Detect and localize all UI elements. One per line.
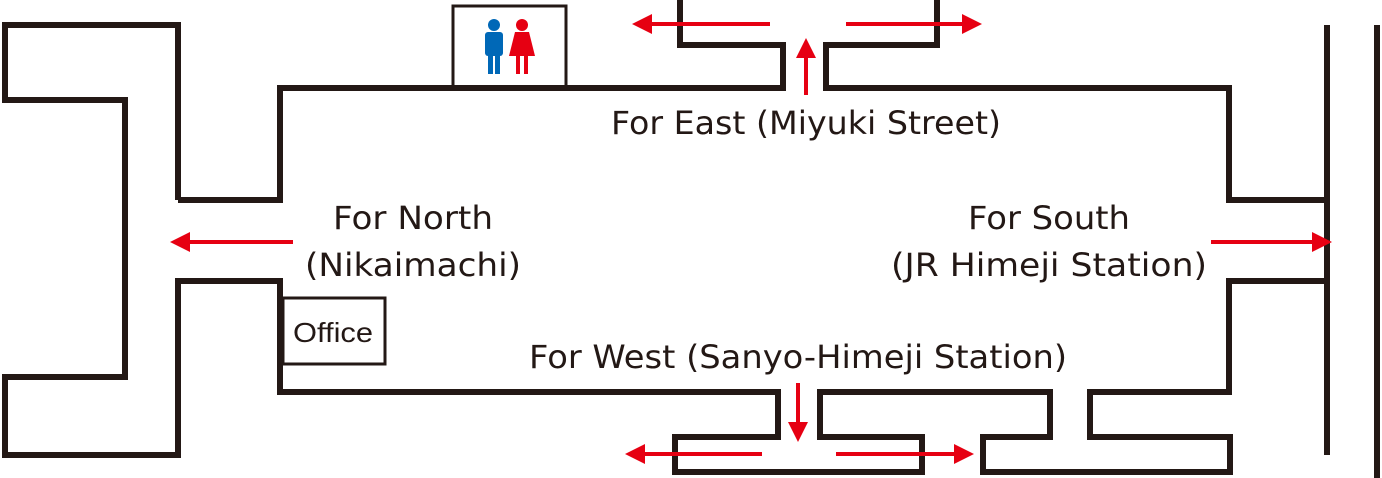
west-right-arrow — [836, 444, 974, 464]
south-label-line1: For South — [968, 199, 1130, 237]
south-label-line2: (JR Himeji Station) — [891, 246, 1207, 284]
woman-icon — [509, 19, 535, 74]
man-icon — [485, 19, 503, 74]
left-building-wall — [2, 22, 1327, 475]
west-label: For West (Sanyo-Himeji Station) — [529, 338, 1067, 376]
north-label-line1: For North — [333, 199, 493, 237]
south-arrow — [1211, 232, 1332, 252]
restroom-icon — [485, 19, 535, 74]
west-down-arrow — [788, 383, 808, 442]
east-right-arrow — [846, 14, 982, 34]
east-up-arrow — [796, 38, 816, 95]
north-label-line2: (Nikaimachi) — [305, 246, 521, 284]
office-room — [281, 296, 387, 366]
east-label: For East (Miyuki Street) — [611, 104, 1001, 142]
north-arrow — [170, 232, 293, 252]
exit-arrows — [170, 14, 1332, 464]
east-left-arrow — [632, 14, 770, 34]
restroom-room — [451, 4, 568, 90]
upper-corridor-wall — [178, 0, 1327, 203]
west-left-arrow — [625, 444, 762, 464]
office-label: Office — [293, 317, 373, 348]
